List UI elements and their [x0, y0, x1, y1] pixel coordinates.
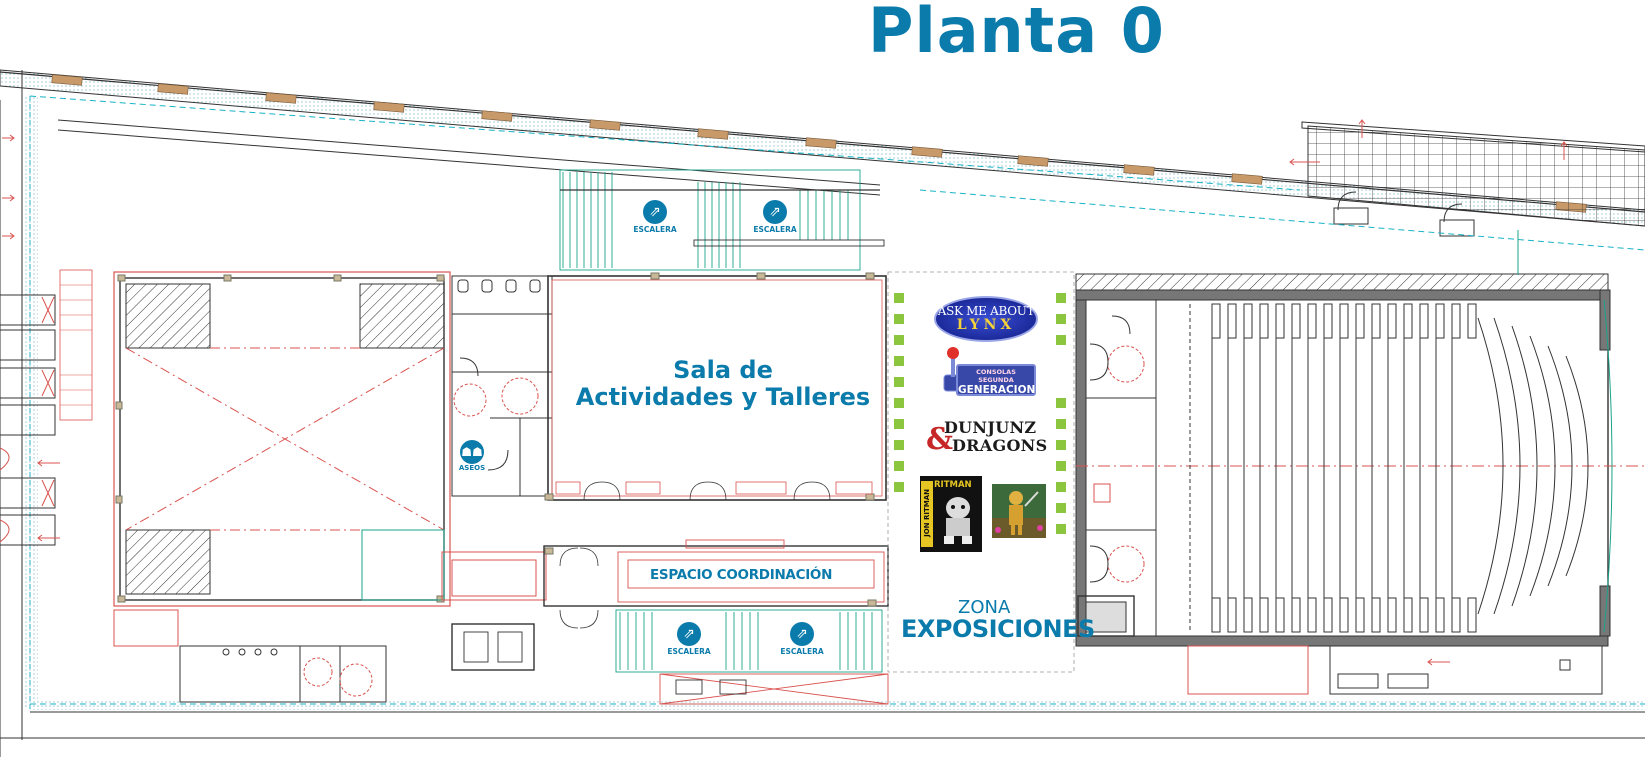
stairs-marker-2: ⇗ ESCALERA — [750, 200, 800, 234]
ritman-spine: JON RITMAN — [921, 481, 933, 547]
lower-stairs — [451, 609, 889, 705]
activities-room — [544, 272, 887, 501]
dunjunz-line2: DRAGONS — [952, 436, 1048, 455]
stairs-label: ESCALERA — [633, 225, 677, 234]
upper-stairs — [559, 169, 885, 271]
activities-room-label: Sala de Actividades y Talleres — [566, 357, 880, 411]
consolas-logo: CONSOLAS SEGUNDA GENERACION — [928, 345, 1040, 396]
stairs-marker-3: ⇗ ESCALERA — [664, 622, 714, 656]
stairs-icon: ⇗ — [763, 200, 787, 224]
stairs-icon: ⇗ — [643, 200, 667, 224]
ritman-spine-text: JON RITMAN — [923, 489, 931, 537]
restroom-icon: ☗☗ — [460, 440, 484, 464]
stairs-marker-4: ⇗ ESCALERA — [777, 622, 827, 656]
stairs-label: ESCALERA — [780, 647, 824, 656]
restroom-block — [441, 275, 553, 601]
lynx-logo-line2: LYNX — [956, 317, 1016, 333]
activities-room-label-line1: Sala de — [673, 356, 773, 384]
outer-wall — [0, 69, 1645, 757]
coordination-room — [543, 539, 889, 629]
restroom-label: ASEOS — [458, 464, 486, 472]
exhibit-markers — [894, 293, 1066, 534]
zone-label: ZONA — [958, 597, 1011, 618]
consolas-badge: CONSOLAS SEGUNDA GENERACION — [956, 364, 1036, 396]
balcony-grid — [919, 119, 1645, 275]
stairs-label: ESCALERA — [667, 647, 711, 656]
lynx-logo: ASK ME ABOUT LYNX — [934, 296, 1038, 342]
lower-right-rooms — [1187, 645, 1603, 695]
lower-restrooms — [113, 609, 387, 703]
character-icon — [944, 497, 972, 544]
consolas-line2: GENERACION — [958, 384, 1036, 396]
game-cover — [992, 484, 1046, 538]
exhibitions-label: EXPOSICIONES — [901, 615, 1095, 643]
dunjunz-ampersand: & — [926, 422, 954, 457]
activities-room-label-line2: Actividades y Talleres — [575, 383, 871, 411]
stairs-icon: ⇗ — [790, 622, 814, 646]
consolas-line1: CONSOLAS SEGUNDA — [976, 368, 1016, 384]
warrior-icon — [992, 484, 1046, 538]
dunjunz-line1: DUNJUNZ — [944, 418, 1037, 437]
main-hall — [113, 271, 451, 607]
floor-title: Planta 0 — [868, 0, 1165, 67]
restroom-marker: ☗☗ ASEOS — [457, 440, 487, 472]
ritman-cover: JON RITMAN RITMAN — [920, 476, 982, 552]
dunjunz-logo: & DUNJUNZ DRAGONS — [926, 418, 1048, 457]
stairs-label: ESCALERA — [753, 225, 797, 234]
exhibition-zone-outline — [887, 271, 1075, 673]
coordination-room-label: ESPACIO COORDINACIÓN — [650, 567, 833, 583]
auditorium — [1075, 273, 1645, 647]
ritman-name: RITMAN — [934, 480, 972, 490]
stairs-icon: ⇗ — [677, 622, 701, 646]
lynx-logo-line1: ASK ME ABOUT — [937, 304, 1035, 318]
stairs-marker-1: ⇗ ESCALERA — [630, 200, 680, 234]
